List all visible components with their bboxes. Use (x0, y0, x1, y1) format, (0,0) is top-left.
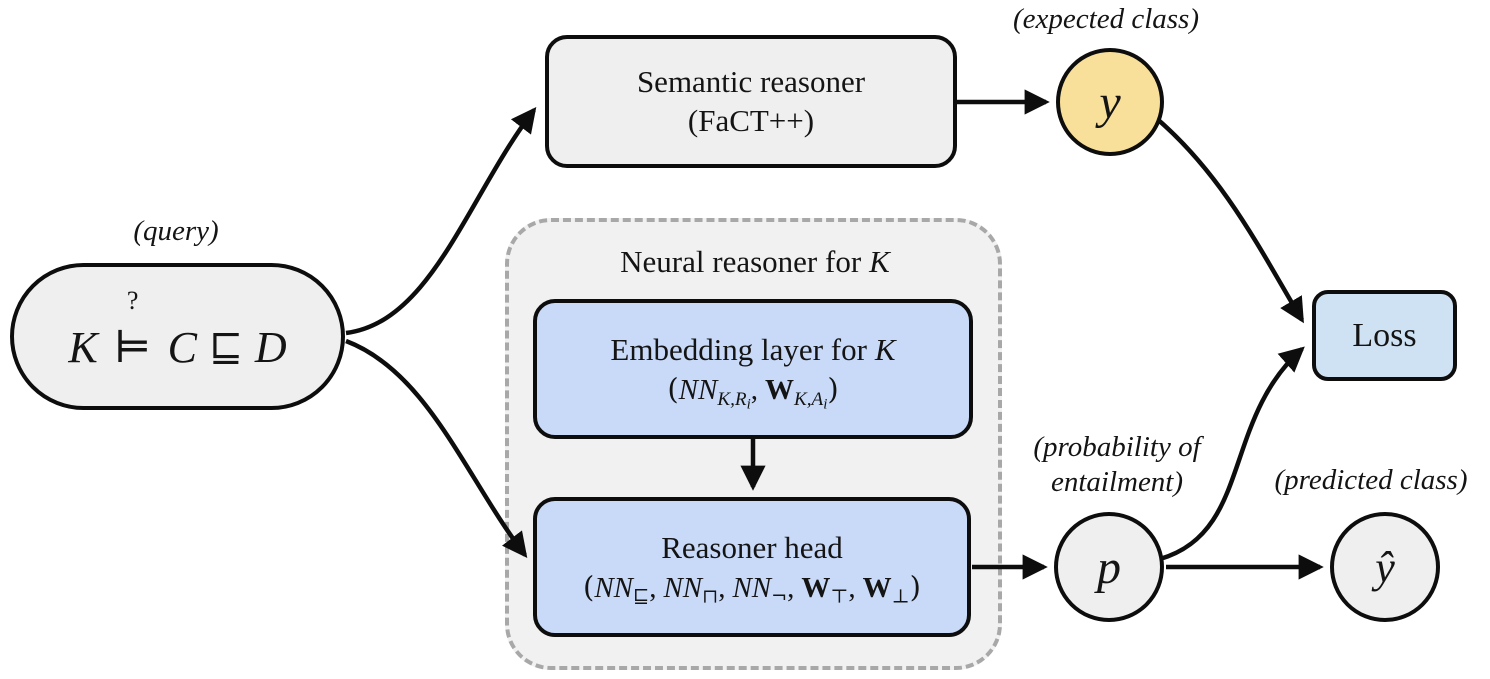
bottom-subscript: ⊥ (891, 585, 910, 609)
nn-subsumption-term: NN (594, 572, 634, 605)
probability-label-line2: entailment) (1050, 465, 1184, 498)
y-symbol: y (1099, 75, 1121, 129)
negation-subscript: ¬ (771, 585, 788, 609)
w-subscript-i: i (823, 396, 828, 413)
paren-open: ( (583, 570, 595, 605)
neural-reasoner-title-k: K (869, 244, 890, 279)
concept-d: D (254, 323, 287, 372)
query-formula: K ? ⊨ C ⊑ D (68, 286, 287, 373)
y-hat-symbol: ŷ (1375, 542, 1395, 592)
comma: , (750, 374, 758, 407)
nn-subscript: K,R (717, 389, 747, 411)
subsumption-subscript: ⊑ (633, 585, 650, 609)
semantic-reasoner-subtitle: (FaCT++) (687, 102, 815, 138)
paren-close: ) (827, 372, 839, 407)
reasoner-head-box: Reasoner head (NN⊑,NN⊓,NN¬,W⊤,W⊥) (533, 497, 971, 637)
loss-box: Loss (1312, 290, 1457, 381)
w-term: W (764, 374, 794, 407)
y-node: y (1056, 48, 1164, 156)
subsumption-symbol: ⊑ (208, 324, 243, 371)
nn-subscript-i: i (746, 396, 751, 413)
w-subscript: K,A (793, 389, 824, 411)
embedding-layer-formula: (NNK,Ri,WK,Ai) (667, 372, 839, 412)
semantic-reasoner-title: Semantic reasoner (636, 63, 866, 99)
w-top-term: W (801, 572, 831, 605)
query-k-symbol: K (68, 323, 98, 372)
y-hat-node: ŷ (1330, 512, 1440, 622)
expected-class-label: (expected class) (1013, 3, 1199, 35)
neural-reasoner-title-text: Neural reasoner for (620, 244, 862, 279)
paren-open: ( (667, 372, 679, 407)
query-label: (query) (133, 215, 219, 247)
p-symbol: p (1097, 540, 1121, 594)
nn-conjunction-term: NN (663, 572, 703, 605)
reasoner-head-title: Reasoner head (661, 529, 843, 565)
embedding-title-k: K (874, 331, 896, 367)
probability-label-line1: (probability of (1033, 431, 1201, 463)
entails-symbol: ⊨ (113, 322, 152, 373)
concept-c: C (167, 323, 197, 372)
nn-negation-term: NN (732, 572, 772, 605)
p-node: p (1054, 512, 1164, 622)
embedding-title-text: Embedding layer for (610, 331, 867, 367)
comma: , (787, 572, 795, 605)
loss-label: Loss (1352, 316, 1417, 354)
query-node: K ? ⊨ C ⊑ D (10, 263, 345, 410)
w-bottom-term: W (862, 572, 892, 605)
arrow-y-to-loss (1154, 116, 1304, 324)
semantic-reasoner-box: Semantic reasoner (FaCT++) (545, 35, 957, 168)
question-mark: ? (126, 286, 139, 315)
predicted-class-label: (predicted class) (1274, 464, 1468, 496)
probability-label: (probability of entailment) (1033, 430, 1200, 500)
nn-term: NN (678, 374, 718, 407)
reasoner-head-formula: (NN⊑,NN⊓,NN¬,W⊤,W⊥) (583, 570, 921, 609)
entailment-symbol-group: ? ⊨ (113, 286, 152, 373)
arrow-query-to-reasoner-head (345, 338, 528, 559)
conjunction-subscript: ⊓ (702, 585, 719, 609)
paren-close: ) (909, 570, 921, 605)
top-subscript: ⊤ (830, 585, 849, 609)
comma: , (718, 572, 726, 605)
comma: , (649, 572, 657, 605)
comma: , (848, 572, 856, 605)
